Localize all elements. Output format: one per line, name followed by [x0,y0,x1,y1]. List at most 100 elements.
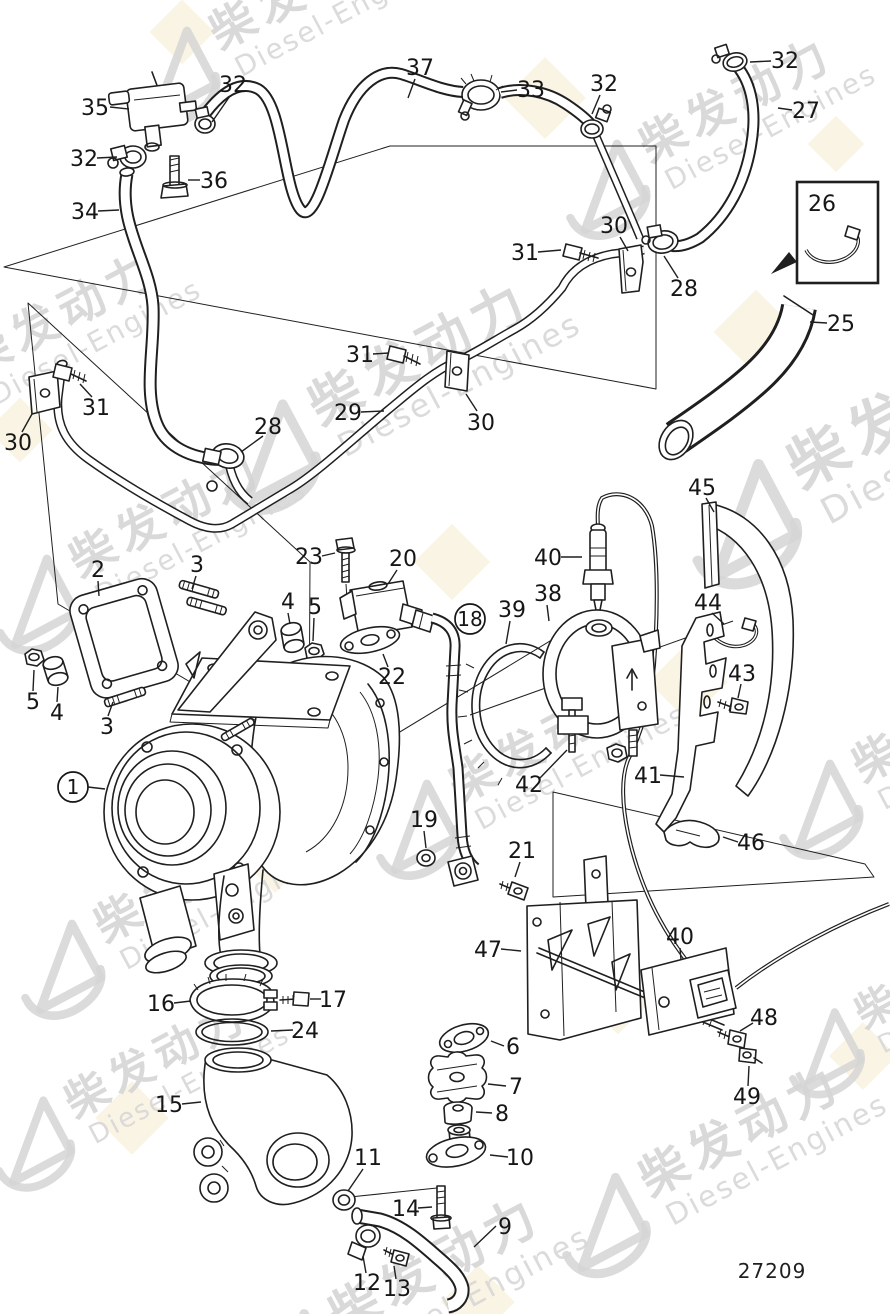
part-30-bracket-b [618,244,644,294]
callout-label: 32 [771,49,799,74]
part-40-holder [536,947,737,1036]
leader-line [537,249,562,253]
callout-label: 9 [498,1215,512,1240]
part-12-clamp [347,1224,381,1261]
part-7-mount [427,1051,488,1104]
part-33-clamp [457,73,504,121]
callout-label: 42 [515,773,543,798]
leader-line [21,413,33,433]
leader-line [407,78,416,99]
part-36-bolt [160,155,189,199]
callout-32-b: 32 [590,72,618,115]
part-11-washer [332,1189,356,1211]
callout-41: 41 [634,764,685,789]
callout-31-c: 31 [79,383,110,421]
callout-label: 47 [474,938,502,963]
callout-label: 16 [147,992,175,1017]
leader-line [679,947,682,961]
leader-line [417,1206,433,1209]
callout-12: 12 [353,1255,381,1296]
callout-27: 27 [777,99,820,124]
callout-label: 34 [71,200,99,225]
callout-32-d: 32 [70,147,118,172]
callout-label: 10 [506,1146,534,1171]
callout-46: 46 [722,831,765,856]
callout-label: 31 [346,343,374,368]
part-20-fitting [339,580,435,637]
callout-label: 12 [353,1271,381,1296]
leader-line [321,552,336,557]
leader-line [360,410,385,413]
part-10-flange [425,1124,487,1168]
callout-8: 8 [475,1102,509,1127]
leader-line [546,604,550,622]
part-4-spacer-left [42,655,69,687]
leader-line [362,1255,367,1274]
leader-line [372,352,390,355]
callout-circle [57,771,89,803]
callout-10: 10 [489,1146,534,1171]
callout-30-c: 30 [4,413,33,456]
callout-28-a: 28 [663,255,698,302]
callout-label: 22 [378,665,406,690]
callout-36: 36 [188,169,228,194]
callout-23: 23 [295,545,336,570]
callout-label: 23 [295,545,323,570]
callout-37: 37 [406,56,434,99]
callout-5-b: 5 [26,669,40,715]
part-42-nut [606,743,628,763]
callout-16: 16 [147,992,192,1017]
leader-line [737,683,742,699]
diesel-engines-logo-watermark [0,1099,81,1199]
callout-42: 42 [515,749,568,798]
callout-label: 21 [508,839,536,864]
callout-label: 14 [392,1197,420,1222]
part-17-bolt [279,991,310,1007]
leader-line [500,89,518,93]
leader-line [465,393,478,412]
diagram-line-art [24,43,890,1314]
drawing-number: 27209 [738,1259,807,1283]
leader-line [107,701,114,717]
callout-label: 40 [666,925,694,950]
leader-line [56,686,59,703]
callout-label: 44 [694,591,722,616]
callout-label: 49 [733,1085,761,1110]
part-43-bolt [717,697,749,715]
leader-line [591,94,601,115]
part-2-gasket [69,577,179,699]
callout-label: 43 [728,662,756,687]
leader-line [312,617,315,642]
leader-line [747,1065,750,1087]
part-18-hose [430,612,480,887]
leader-line [87,786,106,790]
callout-label: 31 [511,241,539,266]
leader-line [79,383,93,398]
callout-30-b: 30 [465,393,495,436]
part-32-clamp-d [580,104,612,139]
callout-label: 1 [67,775,80,799]
callout-4-b: 4 [50,686,64,726]
part-45-duct [701,501,795,797]
part-41-bracket [655,611,727,833]
leader-line [619,236,629,252]
callout-40-a: 40 [534,546,582,571]
callout-30-a: 30 [600,214,629,252]
callout-label: 32 [590,72,618,97]
callout-label: 30 [4,431,32,456]
leader-line [32,669,35,692]
callout-31-a: 31 [511,241,562,266]
part-32-clamp-a [194,106,216,134]
leader-line [514,861,521,878]
leader-line [173,1000,192,1004]
callout-label: 2 [91,558,105,583]
callout-label: 30 [600,214,628,239]
callout-19: 19 [410,808,438,849]
leader-line [749,60,772,63]
part-21-bolt [499,880,529,901]
callout-22: 22 [378,653,406,690]
callout-label: 35 [81,96,109,121]
part-30-bracket-c [444,350,470,392]
